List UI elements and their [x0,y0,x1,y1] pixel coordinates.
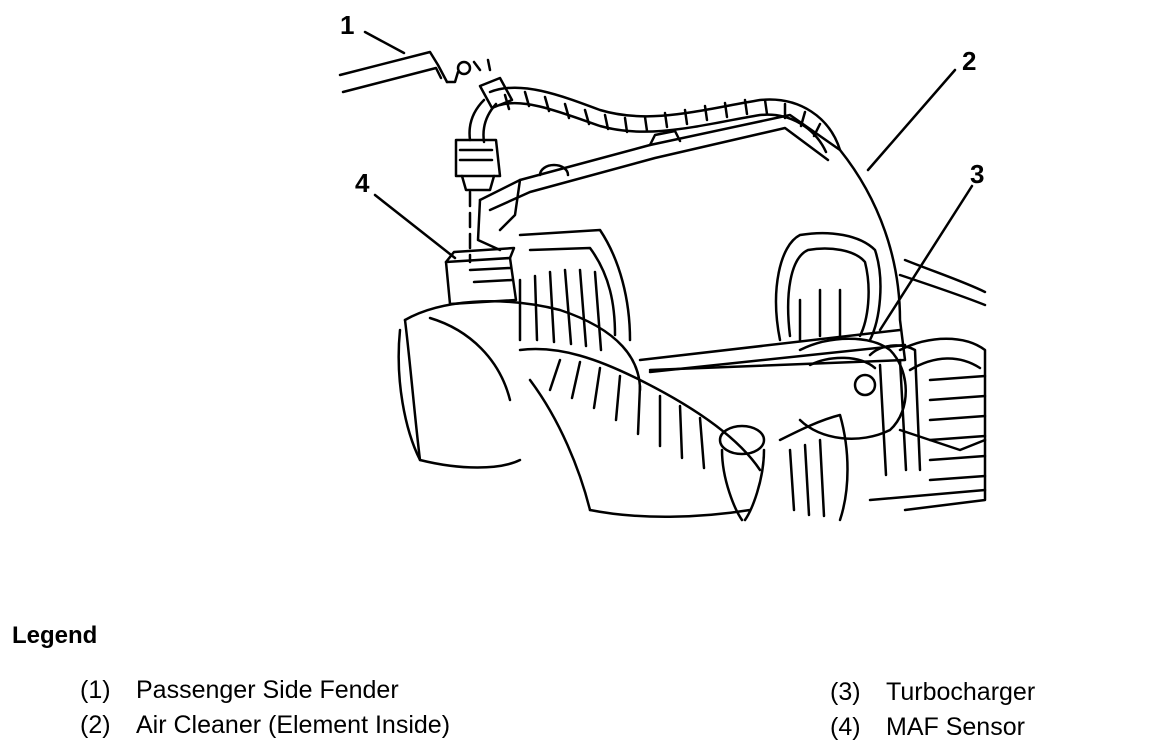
air-cleaner-drawing [476,113,907,374]
callout-1-leader [363,30,406,55]
legend-item-label: Passenger Side Fender [136,676,399,704]
callout-2-leader [866,68,957,172]
callout-4: 4 [355,168,370,198]
callout-3: 3 [970,159,984,189]
callout-3-leader [878,184,974,332]
legend-item-number: (4) [830,713,861,741]
wiring-harness-drawing [454,76,842,264]
legend-item-label: Turbocharger [886,678,1036,706]
callout-2: 2 [962,46,976,76]
callout-4-leader [373,193,457,260]
engine-air-intake-diagram: 1 2 3 4 [338,10,987,522]
legend-item-4: (4) MAF Sensor [830,713,1025,742]
turbocharger-drawing [798,258,987,512]
callout-1: 1 [340,10,354,40]
legend-item-number: (3) [830,678,861,706]
legend-item-label: Air Cleaner (Element Inside) [136,711,451,739]
legend-item-3: (3) Turbocharger [830,678,1035,707]
legend-title: Legend [12,622,98,649]
legend-item-2: (2) Air Cleaner (Element Inside) [80,711,450,740]
maf-sensor-drawing [444,246,518,306]
legend-item-1: (1) Passenger Side Fender [80,676,399,705]
legend-item-number: (1) [80,676,111,704]
legend-item-label: MAF Sensor [886,713,1025,741]
intake-duct-drawing [397,268,849,522]
legend-item-number: (2) [80,711,111,739]
passenger-side-fender-drawing [338,50,492,94]
